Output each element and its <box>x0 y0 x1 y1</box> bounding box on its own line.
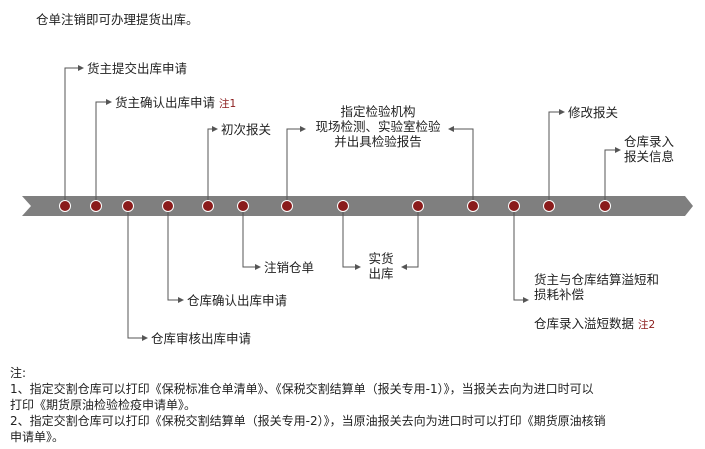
connector-b4 <box>127 206 144 339</box>
connector-l5 <box>548 111 561 206</box>
timeline-band <box>22 196 693 216</box>
timeline-node <box>59 200 71 212</box>
connector-l6 <box>604 149 617 206</box>
step-warehouse-review: 仓库审核出库申请 <box>151 331 252 346</box>
note-2-line-2: 申请单》。 <box>10 430 65 444</box>
timeline-node <box>412 200 424 212</box>
timeline-node <box>599 200 611 212</box>
connector-l2 <box>95 101 108 206</box>
arrowhead <box>255 264 261 270</box>
intro-text: 仓单注销即可办理提货出库。 <box>36 12 199 27</box>
connector-l3 <box>207 128 214 206</box>
step-modify-customs: 修改报关 <box>568 105 619 120</box>
step-warehouse-enter-customs: 仓库录入 报关信息 <box>624 134 675 164</box>
note-1-line-1: 1、指定交割仓库可以打印《保税标准仓单清单》、《保税交割结算单（报关专用-1）》… <box>10 382 594 396</box>
connector-l4-right <box>452 128 474 206</box>
step-physical-outbound: 实货 出库 <box>368 251 394 281</box>
connector-b3 <box>167 206 180 301</box>
arrowhead <box>448 126 454 132</box>
note-ref-2: 注2 <box>638 319 656 331</box>
connector-l4-left <box>286 128 302 206</box>
arrowhead <box>523 297 529 303</box>
step-enter-overshort: 仓库录入溢短数据注2 <box>534 316 656 331</box>
timeline-node <box>90 200 102 212</box>
step-initial-customs: 初次报关 <box>221 122 272 137</box>
arrowhead <box>106 99 112 105</box>
timeline-node <box>122 200 134 212</box>
arrowhead <box>615 147 621 153</box>
timeline-node <box>508 200 520 212</box>
arrowhead <box>559 109 565 115</box>
timeline-node <box>237 200 249 212</box>
note-2-line-1: 2、指定交割仓库可以打印《保税交割结算单（报关专用-2）》，当原油报关去向为进口… <box>10 414 606 428</box>
process-timeline <box>22 65 693 341</box>
step-inspection: 指定检验机构 现场检测、实验室检验 并出具检验报告 <box>315 104 441 149</box>
connector-l1 <box>64 67 80 206</box>
connector-b2-right <box>405 206 419 268</box>
timeline-node <box>162 200 174 212</box>
arrowhead <box>212 126 218 132</box>
connector-b5 <box>513 206 525 301</box>
arrowhead <box>300 126 306 132</box>
connector-b1 <box>242 206 257 268</box>
timeline-node <box>543 200 555 212</box>
step-owner-confirm: 货主确认出库申请注1 <box>115 95 237 110</box>
connector-b2-left <box>342 206 357 268</box>
notes-title: 注: <box>10 366 27 380</box>
arrowhead <box>142 335 148 341</box>
step-warehouse-confirm: 仓库确认出库申请 <box>187 293 288 308</box>
timeline-node <box>337 200 349 212</box>
timeline-node <box>202 200 214 212</box>
timeline-node <box>281 200 293 212</box>
arrowhead <box>178 297 184 303</box>
footnotes: 注: 1、指定交割仓库可以打印《保税标准仓单清单》、《保税交割结算单（报关专用-… <box>10 365 702 445</box>
arrowhead <box>78 65 84 71</box>
step-cancel-receipt: 注销仓单 <box>264 260 315 275</box>
timeline-node <box>467 200 479 212</box>
note-1-line-2: 打印《期货原油检验检疫申请单》。 <box>10 398 197 412</box>
note-ref-1: 注1 <box>219 98 237 110</box>
arrowhead <box>401 264 407 270</box>
step-settlement: 货主与仓库结算溢短和 损耗补偿 <box>534 272 660 302</box>
step-owner-submit: 货主提交出库申请 <box>87 61 188 76</box>
arrowhead <box>355 264 361 270</box>
